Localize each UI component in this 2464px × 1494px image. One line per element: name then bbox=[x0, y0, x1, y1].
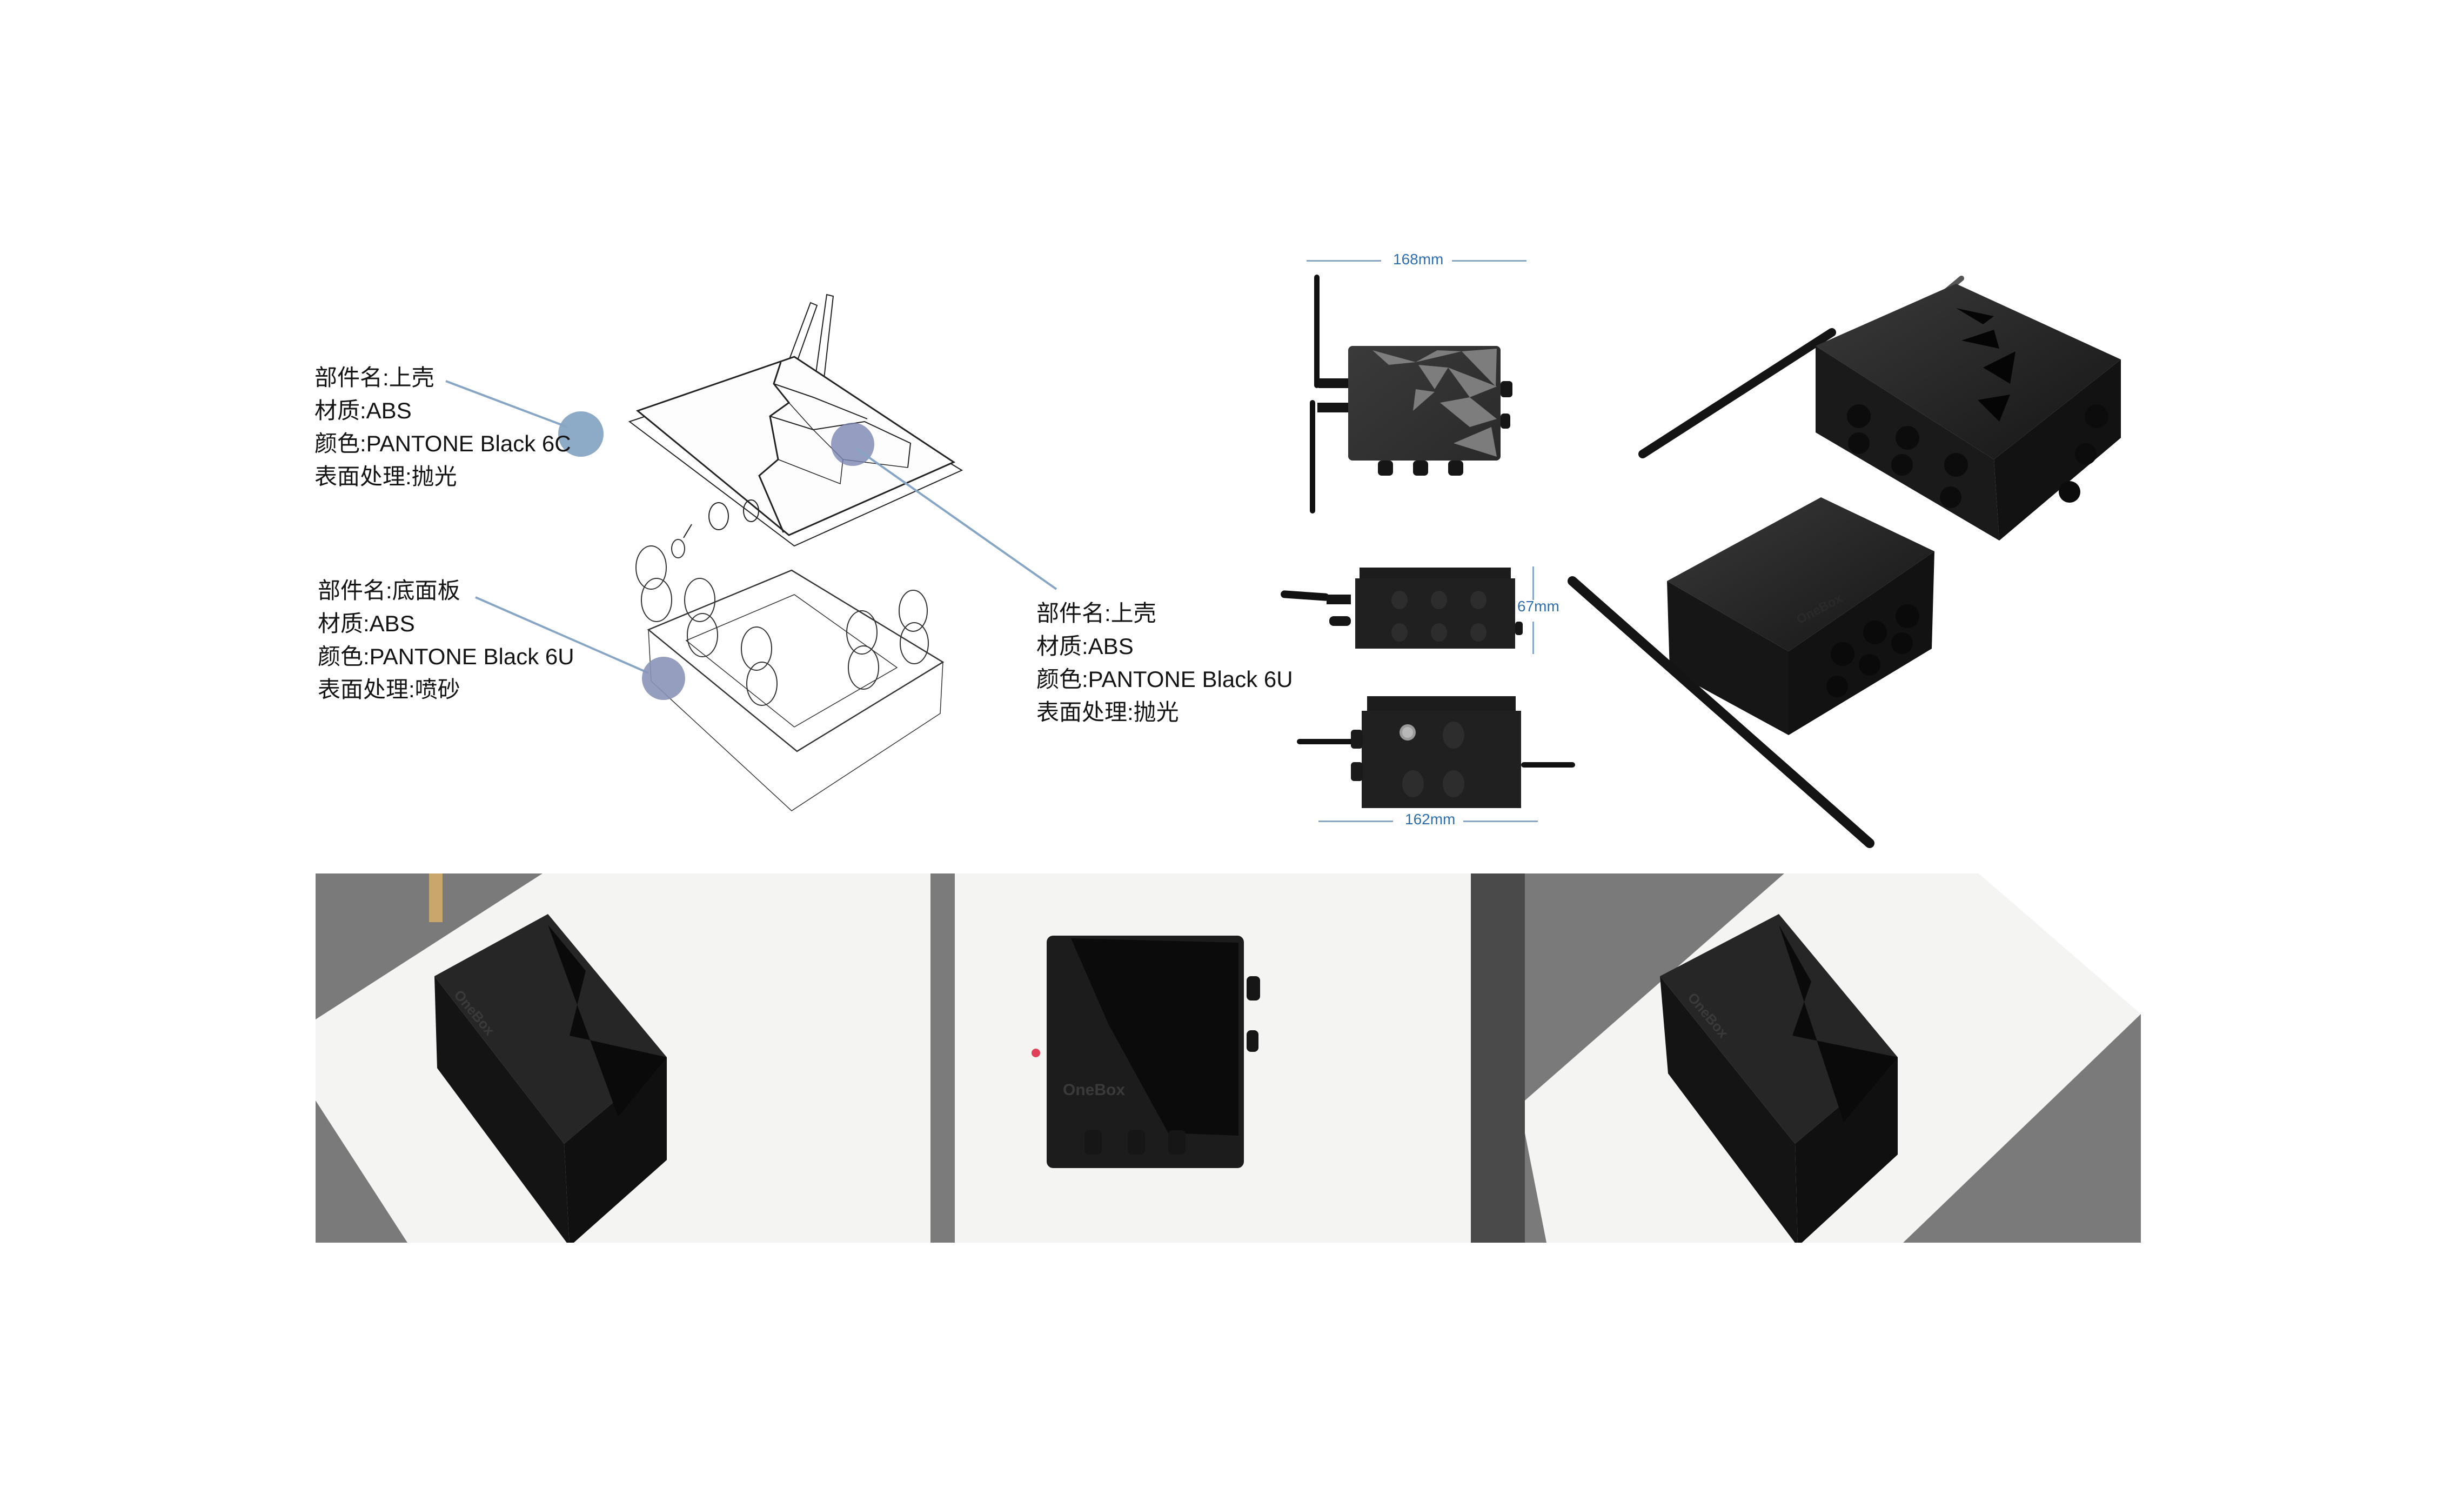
dimension-top-width: 168mm bbox=[1393, 251, 1444, 268]
part-name: 部件名:上壳 bbox=[1036, 601, 1156, 626]
color: 颜色:PANTONE Black 6U bbox=[1036, 666, 1293, 692]
spec-block-top-shell-2: 部件名:上壳 材质:ABS 颜色:PANTONE Black 6U 表面处理:抛… bbox=[1036, 597, 1293, 729]
product-render-perspective: OneBox bbox=[1568, 276, 2121, 848]
color: 颜色:PANTONE Black 6U bbox=[318, 644, 574, 669]
brand-logo-photo-2: OneBox bbox=[1063, 1081, 1125, 1099]
callout-dot-bottom-panel bbox=[642, 657, 685, 700]
product-front-view bbox=[1297, 696, 1575, 808]
callout-dot-top-shell-2 bbox=[831, 423, 874, 466]
product-top-view bbox=[1310, 275, 1512, 513]
part-name: 部件名:底面板 bbox=[318, 578, 460, 603]
dimension-bottom-width: 162mm bbox=[1405, 811, 1456, 828]
surface-finish: 表面处理:抛光 bbox=[314, 464, 457, 489]
surface-finish: 表面处理:喷砂 bbox=[318, 677, 460, 702]
photo-2: OneBox bbox=[930, 873, 1525, 1243]
material: 材质:ABS bbox=[314, 398, 412, 423]
material: 材质:ABS bbox=[318, 611, 415, 636]
photo-1: OneBox bbox=[316, 873, 930, 1243]
part-name: 部件名:上壳 bbox=[314, 365, 434, 390]
callout-dot-top-shell bbox=[558, 411, 604, 457]
dimension-line bbox=[1532, 622, 1534, 654]
photo-3: OneBox bbox=[1525, 873, 2141, 1243]
color: 颜色:PANTONE Black 6C bbox=[314, 431, 571, 456]
dimension-line bbox=[1463, 821, 1538, 822]
dimension-line bbox=[1318, 821, 1393, 822]
product-side-view bbox=[1281, 568, 1523, 649]
dimension-line bbox=[1452, 260, 1526, 262]
surface-finish: 表面处理:抛光 bbox=[1036, 699, 1179, 725]
spec-block-top-shell: 部件名:上壳 材质:ABS 颜色:PANTONE Black 6C 表面处理:抛… bbox=[314, 361, 571, 493]
material: 材质:ABS bbox=[1036, 633, 1134, 659]
spec-block-bottom-panel: 部件名:底面板 材质:ABS 颜色:PANTONE Black 6U 表面处理:… bbox=[318, 574, 574, 706]
dimension-side-height: 67mm bbox=[1517, 598, 1559, 615]
dimension-line bbox=[1307, 260, 1381, 262]
dimension-line bbox=[1532, 566, 1534, 600]
